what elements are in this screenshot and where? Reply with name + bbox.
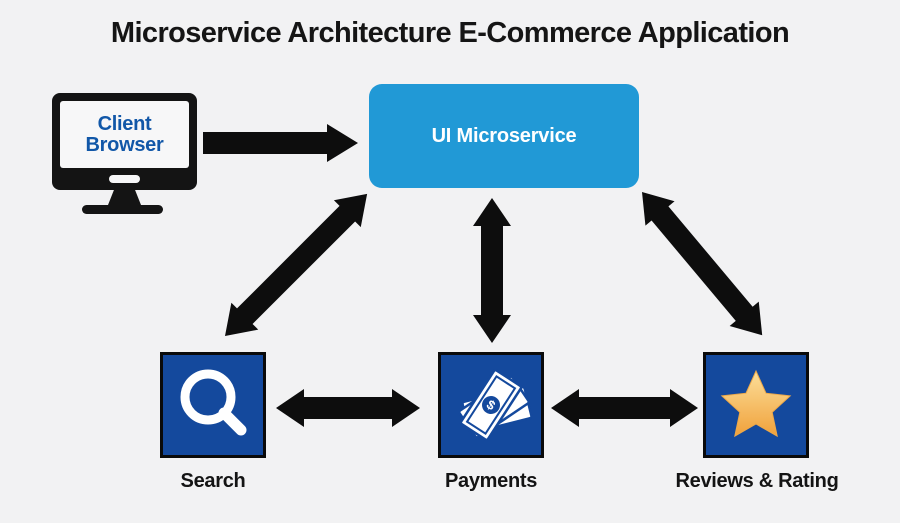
star-icon — [720, 369, 792, 438]
page-title: Microservice Architecture E-Commerce App… — [110, 17, 790, 49]
arrow-ui-reviews — [642, 192, 763, 336]
ui-microservice-box: UI Microservice — [369, 84, 639, 188]
arrow-ui-search — [225, 193, 368, 336]
magnifier-icon — [180, 369, 247, 436]
arrow-client-to-ui — [203, 124, 358, 162]
arrow-payments-reviews — [551, 389, 698, 427]
search-box — [160, 352, 266, 458]
search-label: Search — [180, 470, 246, 492]
arrow-ui-payments — [473, 198, 511, 343]
ui-microservice-label: UI Microservice — [431, 124, 577, 147]
arrow-search-payments — [276, 389, 420, 427]
monitor-stand — [108, 190, 141, 205]
monitor-button — [109, 175, 140, 183]
payments-label: Payments — [444, 470, 538, 492]
money-banknotes-icon: $ — [458, 368, 533, 442]
reviews-box — [703, 352, 809, 458]
client-label-line1: Client — [97, 112, 152, 135]
reviews-label: Reviews & Rating — [675, 470, 839, 492]
monitor-base — [82, 205, 163, 214]
client-label-line2: Browser — [85, 133, 164, 156]
monitor-screen: Client Browser — [60, 101, 189, 168]
payments-box: $ — [438, 352, 544, 458]
client-browser-icon: Client Browser — [52, 93, 197, 215]
